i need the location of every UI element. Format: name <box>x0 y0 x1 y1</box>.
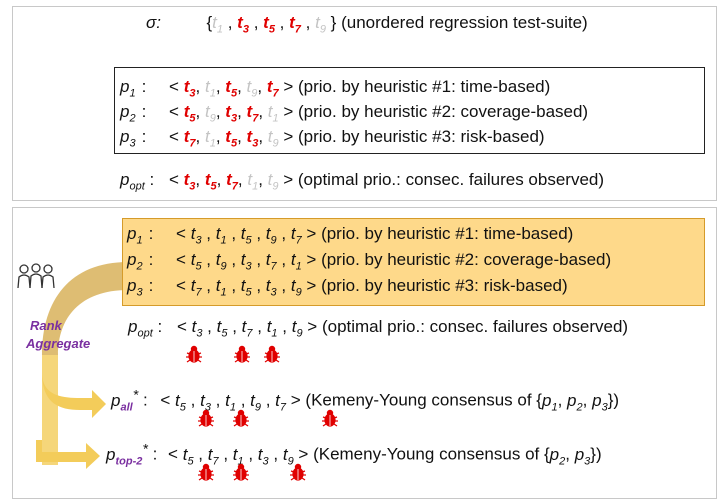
top-row-p2-desc: (prio. by heuristic #2: coverage-based) <box>298 102 589 121</box>
bottom-row-ptop2: ptop-2* : < t5 , t7 , t1 , t3 , t9 > (Ke… <box>106 441 602 468</box>
top-row-popt-desc: (optimal prio.: consec. failures observe… <box>297 170 605 189</box>
bottom-row-p3-desc: (prio. by heuristic #3: risk-based) <box>321 276 568 295</box>
people-group-icon <box>16 262 56 292</box>
bottom-row-pall: pall* : < t5 , t3 , t1 , t9 , t7 > (Keme… <box>111 387 620 414</box>
bug-row-top2 <box>197 462 357 484</box>
top-row-p1-desc: (prio. by heuristic #1: time-based) <box>298 77 551 96</box>
bug-icon <box>197 462 215 487</box>
top-row-popt: popt : < t3, t5, t7, t1, t9 > (optimal p… <box>120 170 605 193</box>
bug-icon <box>233 344 251 369</box>
arrow-branch-top2 <box>36 440 100 469</box>
bottom-row-p2-desc: (prio. by heuristic #2: coverage-based) <box>321 250 612 269</box>
bottom-row-popt-desc: (optimal prio.: consec. failures observe… <box>321 317 629 336</box>
heuristic-box-top <box>114 67 705 154</box>
sigma-symbol: σ: <box>146 13 161 32</box>
bottom-row-popt: popt : < t3 , t5 , t7 , t1 , t9 > (optim… <box>128 317 629 340</box>
top-row-p3: p3: < t7, t1, t5, t3, t9 > (prio. by heu… <box>120 127 545 150</box>
sigma-description: (unordered regression test-suite) <box>341 13 588 32</box>
bug-icon <box>232 408 250 433</box>
bottom-row-p3: p3: < t7 , t1 , t5 , t3 , t9 > (prio. by… <box>127 276 568 299</box>
sigma-line: σ: {t1 , t3 , t5 , t7 , t9 } (unordered … <box>146 12 588 40</box>
bug-icon <box>321 408 339 433</box>
pall-desc-pre: (Kemeny-Young consensus of { <box>305 390 542 410</box>
bug-row-all <box>197 408 357 430</box>
bug-icon <box>289 462 307 487</box>
heuristic-box-bottom <box>122 218 705 306</box>
top-row-p2: p2: < t5, t9, t3, t7, t1 > (prio. by heu… <box>120 102 589 125</box>
sigma-set: {t1 , t3 , t5 , t7 , t9 } <box>206 13 337 36</box>
arrow-branch-all <box>42 372 106 418</box>
top-row-p3-desc: (prio. by heuristic #3: risk-based) <box>298 127 545 146</box>
bug-row-opt <box>185 344 305 366</box>
aggregate-label: Aggregate <box>26 336 91 351</box>
arrow-shaft <box>42 355 58 465</box>
top-row-p1: p1: < t3, t1, t5, t9, t7 > (prio. by heu… <box>120 77 551 100</box>
ptop2-desc-pre: (Kemeny-Young consensus of { <box>313 444 550 464</box>
bug-icon <box>185 344 203 369</box>
bug-icon <box>197 408 215 433</box>
bottom-row-p1-desc: (prio. by heuristic #1: time-based) <box>321 224 574 243</box>
ptop2-desc-post: }) <box>590 444 602 464</box>
curved-arrow-band <box>42 262 128 372</box>
bottom-row-p1: p1: < t3 , t1 , t5 , t9 , t7 > (prio. by… <box>127 224 574 247</box>
bug-icon <box>232 462 250 487</box>
pall-desc-post: }) <box>607 390 620 410</box>
bug-icon <box>263 344 281 369</box>
rank-label: Rank <box>30 318 62 333</box>
bottom-row-p2: p2: < t5 , t9 , t3 , t7 , t1 > (prio. by… <box>127 250 612 273</box>
